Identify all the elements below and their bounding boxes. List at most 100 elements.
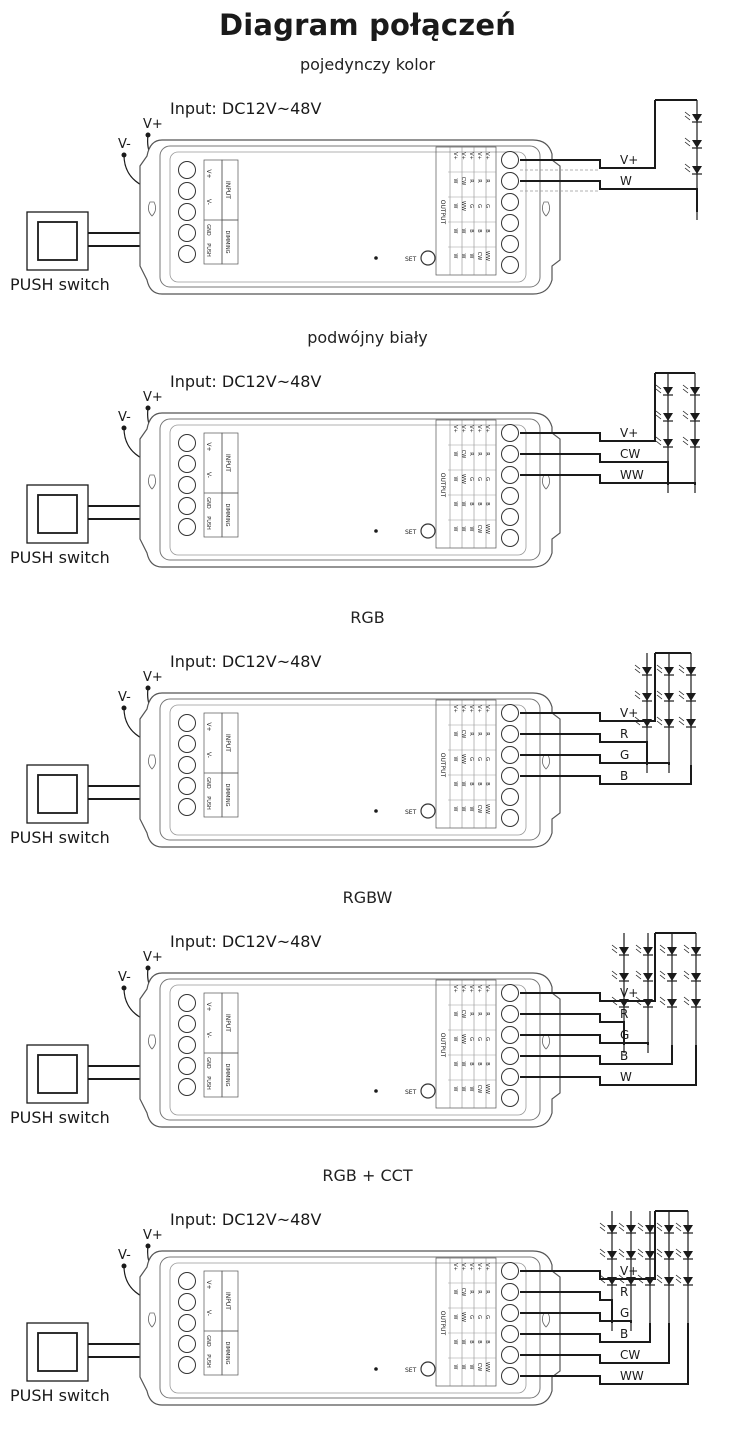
led-light-ray (634, 720, 641, 726)
output-terminal-screw (501, 487, 519, 505)
output-term-label: CW (476, 1363, 482, 1371)
controller-inner-frame (159, 1256, 541, 1399)
led-light-ray (618, 1278, 625, 1284)
dimming-term-push: PUSH (205, 796, 211, 810)
output-term-label: W (460, 807, 466, 812)
output-term-label: W (460, 782, 466, 787)
output-term-label: CW (460, 177, 466, 185)
output-term-label: R (484, 1290, 490, 1294)
led-light-ray (684, 167, 691, 173)
output-term-label: R (484, 1012, 490, 1016)
output-term-label: W (452, 807, 458, 812)
output-label-table (435, 699, 497, 829)
output-term-label: W (452, 204, 458, 209)
mounting-notch-right (542, 1034, 550, 1050)
led-diode-icon (642, 667, 652, 675)
led-diode-icon (607, 1277, 617, 1285)
output-term-label: G (476, 477, 482, 481)
push-switch-button (37, 221, 78, 261)
led-diode-icon (645, 1251, 655, 1259)
output-terminal-screw (501, 704, 519, 722)
led-light-ray (637, 1248, 644, 1254)
output-terminal-screw (501, 725, 519, 743)
input-group-label: INPUT (224, 1014, 231, 1032)
wire-label: CW (620, 447, 640, 461)
output-term-label: R (468, 179, 474, 183)
led-diode-icon (607, 1251, 617, 1259)
output-terminal-screw (501, 256, 519, 274)
output-terminal-screw (501, 1325, 519, 1343)
led-diode-icon (691, 999, 701, 1007)
led-light-ray (678, 668, 685, 674)
dimming-term-gnd: GND (205, 497, 211, 509)
input-voltage-label: Input: DC12V~48V (170, 372, 321, 391)
output-term-label: R (468, 732, 474, 736)
led-diode-icon (691, 947, 701, 955)
led-light-ray (659, 944, 666, 950)
led-diode-icon (692, 166, 702, 174)
controller-housing (139, 412, 561, 568)
output-terminal-screw (501, 1262, 519, 1280)
led-diode-icon (664, 693, 674, 701)
v-plus-label: V+ (143, 670, 163, 685)
wire-label: WW (620, 1369, 644, 1383)
led-diode-icon (626, 1225, 636, 1233)
led-light-ray (675, 1274, 682, 1280)
output-term-label: G (484, 757, 490, 761)
push-switch-label: PUSH switch (10, 1108, 110, 1127)
output-term-label: WW (484, 524, 490, 534)
led-light-ray (659, 970, 666, 976)
led-light-ray (599, 1226, 606, 1232)
input-term-v-minus: V- (205, 752, 212, 758)
push-switch-button (37, 1332, 78, 1372)
output-terminal-screw (501, 151, 519, 169)
output-term-label: WW (484, 251, 490, 261)
wire-label: G (620, 748, 629, 762)
push-switch-button (37, 774, 78, 814)
output-term-label: V+ (452, 1263, 458, 1271)
led-diode-icon (667, 999, 677, 1007)
led-light-ray (684, 111, 691, 117)
set-button (420, 1361, 436, 1377)
led-diode-icon (692, 114, 702, 122)
output-term-label: W (452, 1037, 458, 1042)
input-terminal-screw (178, 777, 196, 795)
output-term-label: B (476, 782, 482, 786)
output-term-label: W (460, 254, 466, 259)
led-diode-icon (690, 387, 700, 395)
v-plus-label: V+ (143, 117, 163, 132)
input-terminal-screw (178, 798, 196, 816)
led-diode-icon (690, 439, 700, 447)
led-diode-icon (667, 973, 677, 981)
v-minus-label: V- (118, 1248, 131, 1263)
led-diode-icon (619, 999, 629, 1007)
controller-housing (139, 139, 561, 295)
output-term-label: CW (460, 1288, 466, 1296)
output-term-label: V+ (468, 425, 474, 433)
led-light-ray (682, 410, 689, 416)
input-group-label: INPUT (224, 454, 231, 472)
led-light-ray (659, 948, 666, 954)
dimming-term-gnd: GND (205, 1335, 211, 1347)
dimming-term-push: PUSH (205, 243, 211, 257)
mounting-notch-right (542, 201, 550, 217)
output-term-label: V+ (476, 985, 482, 993)
output-term-label: R (468, 1012, 474, 1016)
led-light-ray (675, 1222, 682, 1228)
controller-housing (139, 1250, 561, 1406)
output-terminal-screw (501, 767, 519, 785)
wire-label: V+ (620, 706, 638, 720)
output-term-label: B (484, 229, 490, 233)
mounting-notch-left (148, 1312, 156, 1328)
output-term-label: G (476, 757, 482, 761)
wire-label: W (620, 1070, 632, 1084)
led-light-ray (656, 1278, 663, 1284)
output-terminal-screw (501, 424, 519, 442)
led-light-ray (637, 1274, 644, 1280)
output-term-label: R (468, 452, 474, 456)
output-term-label: CW (460, 450, 466, 458)
led-diode-icon (645, 1277, 655, 1285)
section-title: RGB + CCT (322, 1166, 413, 1185)
